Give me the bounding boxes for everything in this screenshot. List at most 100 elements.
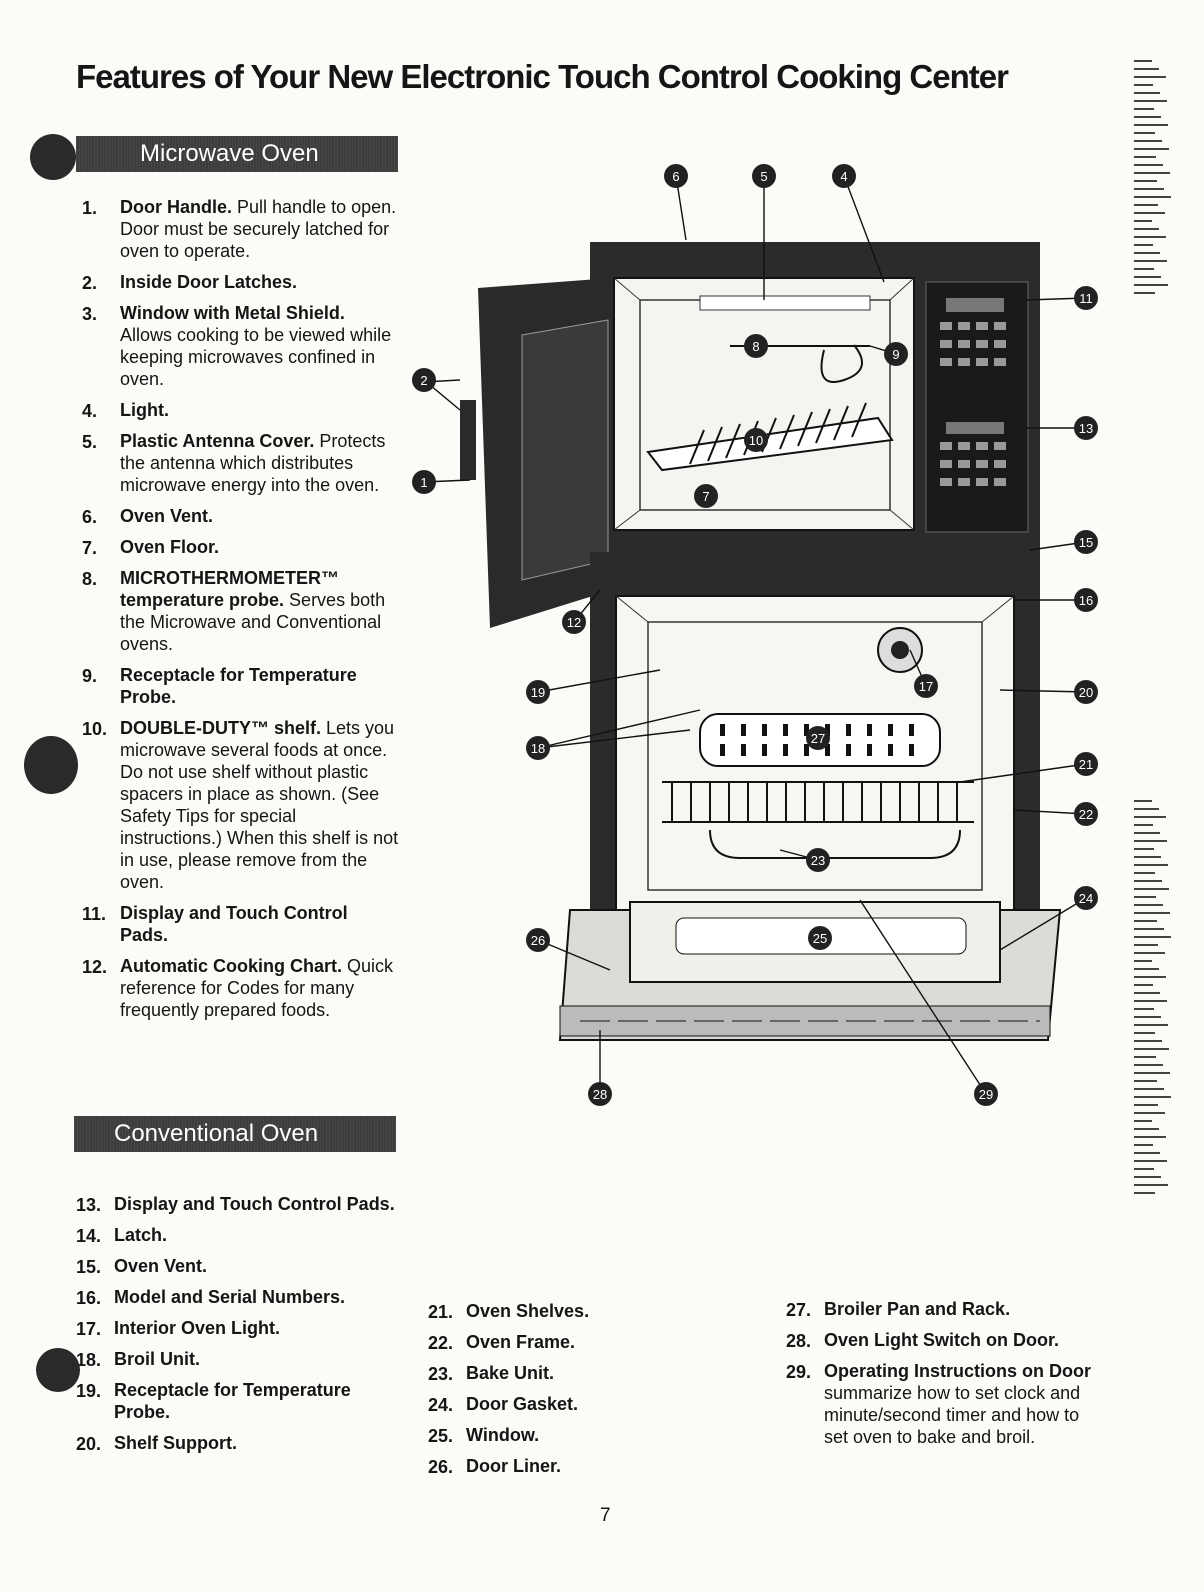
callout-circle: [744, 334, 768, 358]
touch-pad: [958, 442, 970, 450]
callout-marker: 10: [744, 428, 768, 452]
feature-item: 4.Light.: [82, 399, 400, 421]
feature-label: Bake Unit.: [466, 1363, 555, 1383]
shelf-bar: [725, 423, 741, 459]
callout-number: 23: [811, 853, 825, 868]
feature-number: 22.: [428, 1333, 454, 1353]
margin-mark: [1134, 1056, 1156, 1058]
margin-mark: [1134, 912, 1170, 914]
feature-item: 14.Latch.: [76, 1224, 396, 1246]
feature-number: 15.: [76, 1257, 102, 1277]
callout-marker: 26: [526, 928, 550, 952]
broiler-pan-slot: [741, 724, 746, 736]
feature-label: Oven Floor.: [120, 537, 220, 557]
touch-pad: [958, 322, 970, 330]
margin-mark: [1134, 140, 1162, 142]
touch-pad: [976, 340, 988, 348]
feature-number: 25.: [428, 1426, 454, 1446]
shelf-bar: [779, 414, 795, 450]
callout-marker: 20: [1074, 680, 1098, 704]
callout-number: 28: [593, 1087, 607, 1102]
margin-mark: [1134, 800, 1152, 802]
feature-number: 12.: [82, 957, 108, 977]
callout-circle: [1074, 802, 1098, 826]
margin-mark: [1134, 68, 1159, 70]
margin-mark: [1134, 944, 1158, 946]
callout-number: 6: [672, 169, 679, 184]
touch-pad: [994, 460, 1006, 468]
touch-pad: [976, 358, 988, 366]
margin-mark: [1134, 76, 1166, 78]
callout-number: 25: [813, 931, 827, 946]
section-bullet: [30, 134, 76, 180]
touch-pad: [940, 460, 952, 468]
feature-number: 14.: [76, 1226, 102, 1246]
feature-item: 19. Receptacle for Temperature Probe.: [76, 1379, 396, 1423]
leader-line: [537, 729, 691, 749]
callout-circle: [664, 164, 688, 188]
feature-label: Interior Oven Light.: [114, 1318, 281, 1338]
feature-label: Oven Frame.: [466, 1332, 576, 1352]
feature-description: Quick reference for Codes for many frequ…: [120, 956, 394, 1020]
feature-number: 6.: [82, 507, 98, 527]
margin-mark: [1134, 816, 1166, 818]
broiler-pan-slot: [888, 724, 893, 736]
feature-number: 19.: [76, 1381, 102, 1401]
callout-marker: 9: [884, 342, 908, 366]
callout-circle: [562, 610, 586, 634]
callout-circle: [1074, 286, 1098, 310]
callout-marker: 25: [808, 926, 832, 950]
feature-item: 21. Oven Shelves.: [428, 1300, 728, 1322]
feature-number: 7.: [82, 538, 98, 558]
feature-item: 11.Display and Touch Control Pads.: [82, 902, 400, 946]
margin-mark: [1134, 960, 1152, 962]
leader-line: [859, 899, 987, 1095]
margin-mark: [1134, 212, 1165, 214]
margin-mark: [1134, 840, 1167, 842]
feature-number: 3.: [82, 304, 98, 324]
margin-mark: [1134, 1176, 1161, 1178]
callout-number: 16: [1079, 593, 1093, 608]
feature-label: Automatic Cooking Chart.: [120, 956, 343, 976]
feature-item: 29.Operating Instructions on Door summar…: [786, 1360, 1106, 1448]
callout-marker: 17: [914, 674, 938, 698]
margin-mark: [1134, 1032, 1155, 1034]
callout-marker: 27: [806, 726, 830, 750]
feature-item: 25.Window.: [428, 1424, 728, 1446]
feature-item: 7. Oven Floor.: [82, 536, 400, 558]
feature-number: 5.: [82, 432, 98, 452]
page-number: 7: [600, 1505, 611, 1526]
callout-number: 5: [760, 169, 767, 184]
callout-number: 15: [1079, 535, 1093, 550]
callout-circle: [526, 928, 550, 952]
callout-circle: [1074, 886, 1098, 910]
feature-item: 24.Door Gasket.: [428, 1393, 728, 1415]
touch-pad: [994, 340, 1006, 348]
touch-pad: [994, 442, 1006, 450]
conventional-feature-list-2: 21.Oven Shelves.22.Oven Frame.23.Bake Un…: [428, 1300, 728, 1486]
margin-dot: [24, 736, 78, 794]
broiler-pan-slot: [846, 744, 851, 756]
margin-mark: [1134, 952, 1165, 954]
callout-marker: 19: [526, 680, 550, 704]
touch-pad: [994, 322, 1006, 330]
conventional-feature-list-3: 27.Broiler Pan and Rack.28.Oven Light Sw…: [786, 1298, 1106, 1457]
feature-item: 15.Oven Vent.: [76, 1255, 396, 1277]
callout-marker: 11: [1074, 286, 1098, 310]
feature-number: 21.: [428, 1302, 454, 1322]
margin-mark: [1134, 1160, 1167, 1162]
callout-marker: 12: [562, 610, 586, 634]
broiler-pan-slot: [804, 744, 809, 756]
callout-marker: 28: [588, 1082, 612, 1106]
feature-label: DOUBLE-DUTY™ shelf.: [120, 718, 322, 738]
feature-label: Model and Serial Numbers.: [114, 1287, 346, 1307]
callout-circle: [806, 848, 830, 872]
margin-mark: [1134, 284, 1168, 286]
feature-label: Oven Shelves.: [466, 1301, 590, 1321]
callout-number: 26: [531, 933, 545, 948]
callout-number: 29: [979, 1087, 993, 1102]
callout-circle: [806, 726, 830, 750]
callout-number: 2: [420, 373, 427, 388]
feature-label: Receptacle for Temperature Probe.: [114, 1380, 351, 1422]
margin-mark: [1134, 148, 1169, 150]
